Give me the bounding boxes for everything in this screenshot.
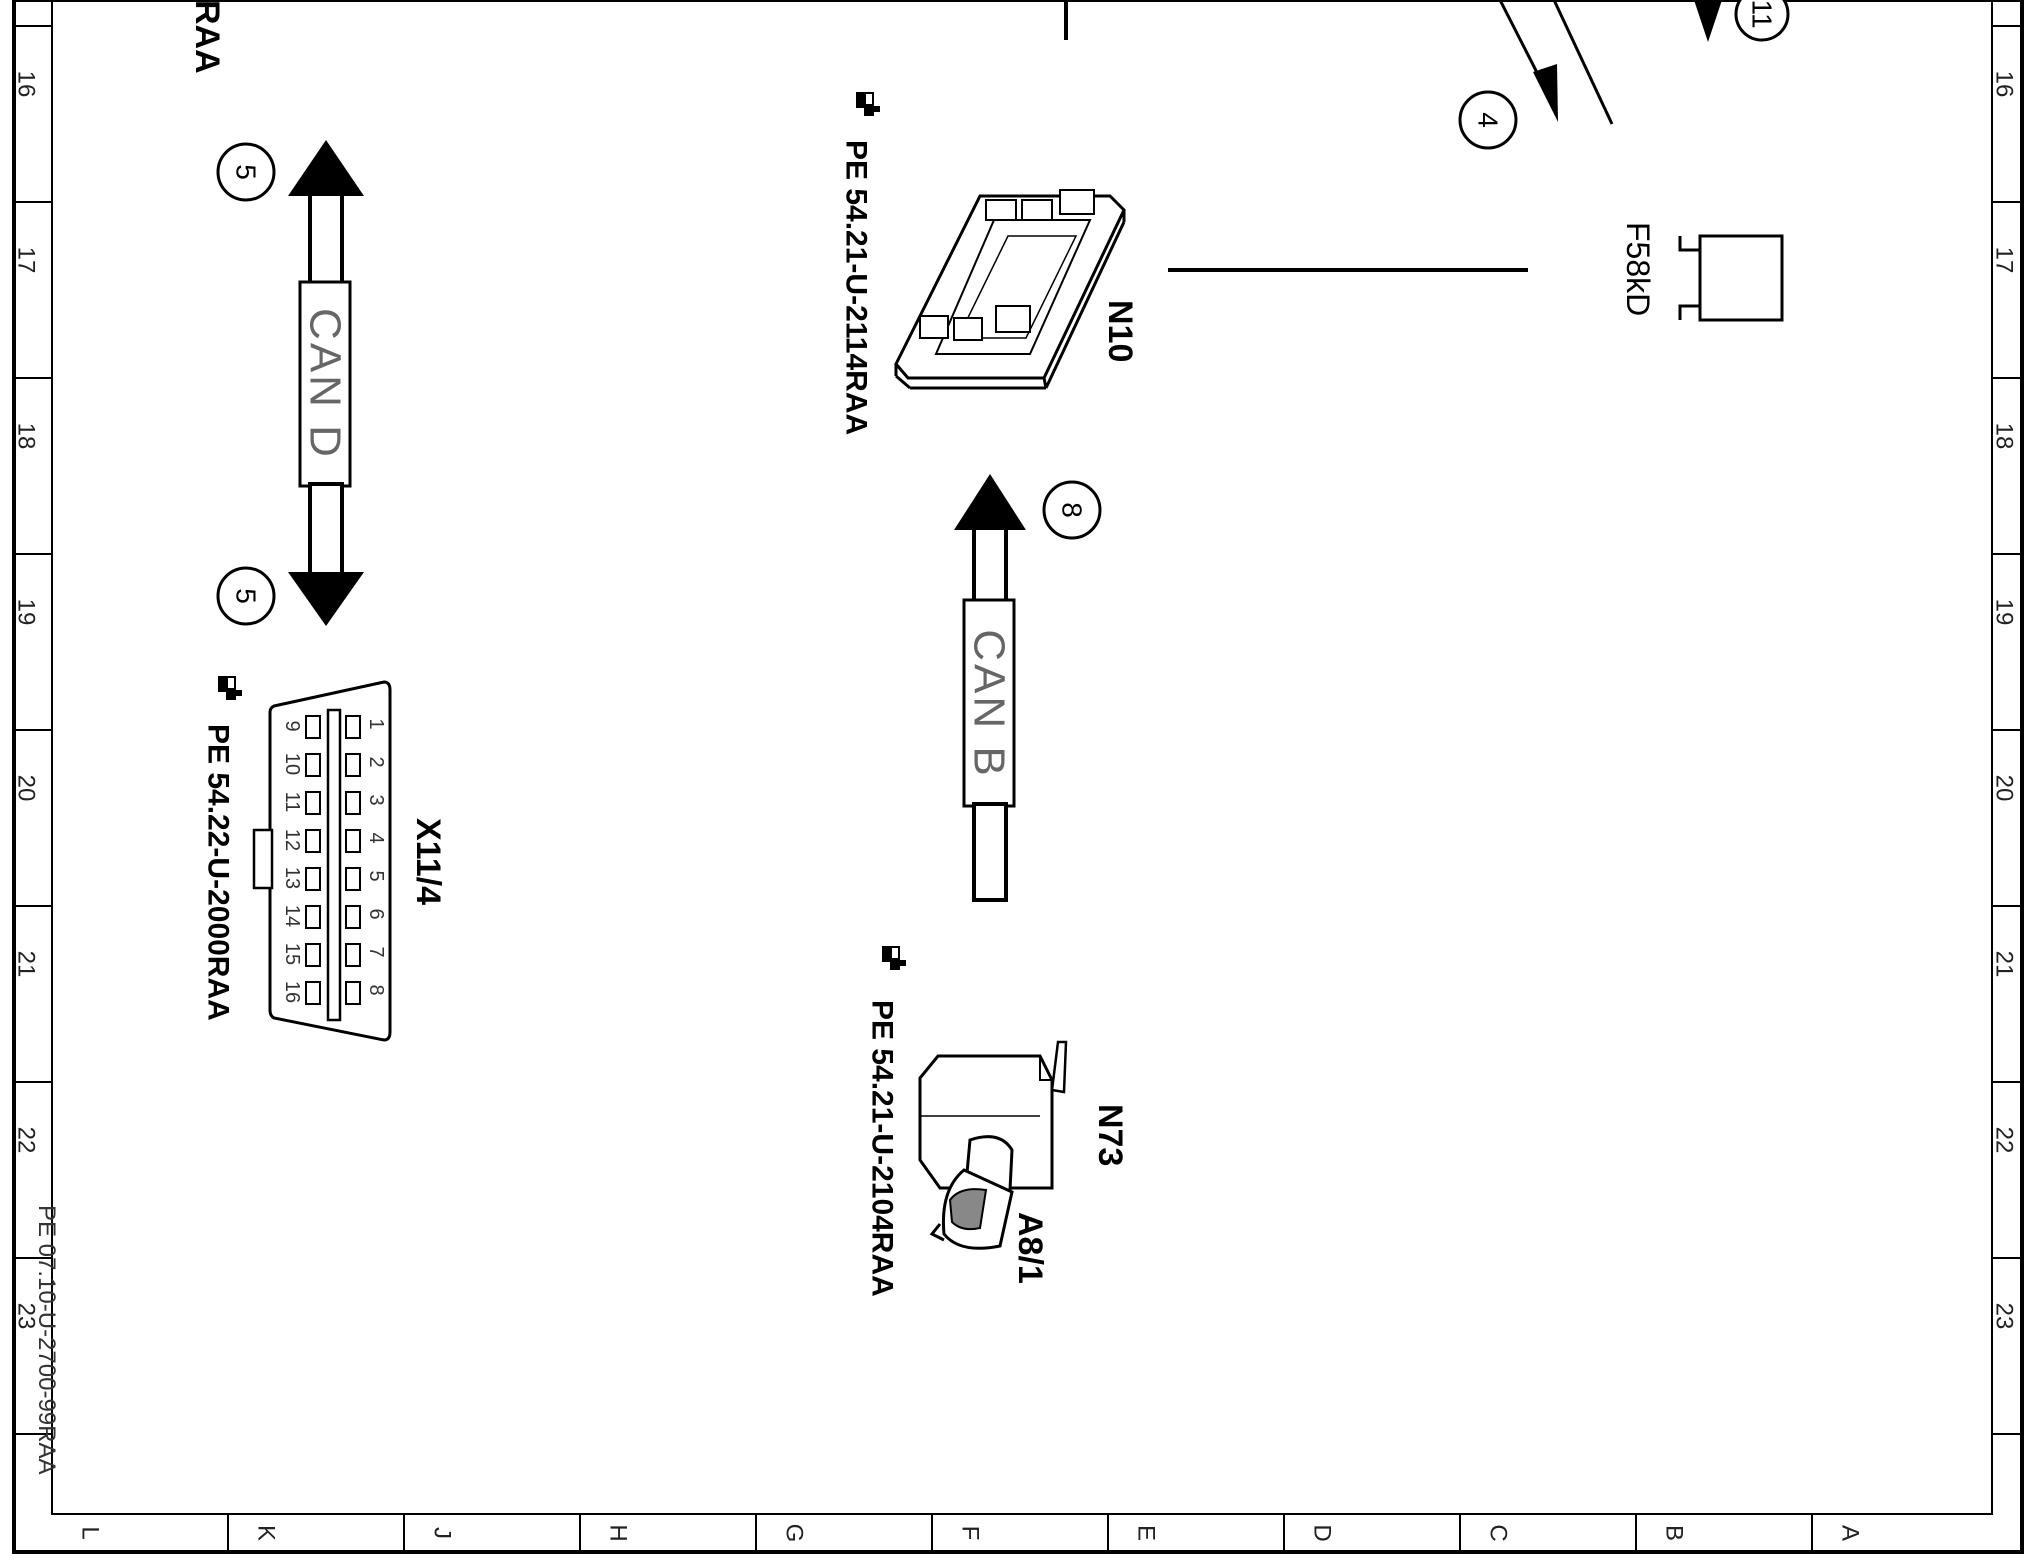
- x11-4-pin-number: 3: [365, 794, 387, 805]
- f58kd-label: F58kD: [1620, 222, 1656, 316]
- n73-ignition-switch: [918, 1040, 1068, 1250]
- column-letter: B: [1661, 1525, 1688, 1541]
- hand-pointer-icon: [218, 676, 242, 700]
- row-number-left: 18: [13, 423, 40, 450]
- row-number-left: 16: [13, 71, 40, 98]
- bubble-11-label: 11: [1747, 0, 1778, 29]
- x11-4-reference: PE 54.22-U-2000RAA: [202, 676, 242, 1021]
- x11-4-pin-number: 15: [281, 943, 303, 965]
- column-letter: L: [77, 1526, 104, 1539]
- column-letter: C: [1485, 1524, 1512, 1541]
- x11-4-pin: [305, 791, 321, 815]
- diagonal-wires: [1498, 0, 1614, 125]
- x11-4-pin: [305, 715, 321, 739]
- drawing-number: PE 07.10-U-2700-99RAA: [33, 1205, 60, 1474]
- x11-4-pin: [305, 867, 321, 891]
- row-number-right: 23: [1991, 1303, 2018, 1330]
- row-number-left: 19: [13, 599, 40, 626]
- hand-pointer-icon: [882, 946, 906, 970]
- x11-4-pin-number: 1: [365, 718, 387, 729]
- row-number-right: 19: [1991, 599, 2018, 626]
- row-number-right: 16: [1991, 71, 2018, 98]
- x11-4-pin-number: 7: [365, 946, 387, 957]
- can-b-bus: CAN B: [954, 474, 1026, 902]
- n10-reference: PE 54.21-U-2114RAA: [840, 92, 880, 435]
- x11-4-pin-number: 14: [281, 905, 303, 927]
- x11-4-pin: [305, 905, 321, 929]
- connector-bubble-4: 4: [1458, 90, 1518, 150]
- f58kd-component: [1678, 234, 1784, 322]
- can-d-bubble-bottom: 5: [216, 566, 276, 626]
- column-letter: F: [957, 1526, 984, 1541]
- x11-4-pin: [345, 791, 361, 815]
- x11-4-pin-number: 13: [281, 867, 303, 889]
- connector-bubble-11: 11: [1694, 0, 1790, 42]
- can-b-bubble-label: 8: [1057, 502, 1088, 518]
- x11-4-pin: [345, 981, 361, 1005]
- column-letter: D: [1309, 1524, 1336, 1541]
- row-number-right: 20: [1991, 775, 2018, 802]
- n10-label: N10: [1101, 300, 1139, 362]
- row-number-left: 23: [13, 1303, 40, 1330]
- row-number-left: 20: [13, 775, 40, 802]
- column-letter: H: [605, 1524, 632, 1541]
- row-number-right: 18: [1991, 423, 2018, 450]
- x11-4-pin-number: 8: [365, 984, 387, 995]
- partial-top-text: RAA: [188, 0, 226, 74]
- n73-ref-text: PE 54.21-U-2104RAA: [866, 1000, 899, 1297]
- row-number-left: 22: [13, 1127, 40, 1154]
- row-number-right: 17: [1991, 247, 2018, 274]
- x11-4-ref-text: PE 54.22-U-2000RAA: [202, 724, 235, 1021]
- bubble-4-label: 4: [1473, 112, 1504, 128]
- column-letter: E: [1133, 1525, 1160, 1541]
- x11-4-pin: [345, 753, 361, 777]
- hand-pointer-icon: [856, 92, 880, 116]
- can-d-bus: CAN D: [288, 140, 364, 626]
- row-number-left: 17: [13, 247, 40, 274]
- x11-4-pin: [345, 943, 361, 967]
- x11-4-label: X11/4: [409, 818, 447, 905]
- x11-4-pin-number: 6: [365, 908, 387, 919]
- n10-module-drawing: [894, 189, 1126, 390]
- x11-4-pin: [345, 867, 361, 891]
- x11-4-pin-number: 16: [281, 981, 303, 1003]
- can-b-bubble: 8: [1042, 480, 1102, 540]
- column-letter: K: [253, 1525, 280, 1541]
- x11-4-pin: [305, 981, 321, 1005]
- x11-4-pin: [345, 829, 361, 853]
- x11-4-pin-number: 12: [281, 829, 303, 851]
- row-number-right: 22: [1991, 1127, 2018, 1154]
- column-letter: G: [781, 1524, 808, 1543]
- n73-sublabel: A8/1: [1011, 1212, 1049, 1284]
- row-number-right: 21: [1991, 951, 2018, 978]
- x11-4-pin-number: 9: [281, 720, 303, 731]
- n10-ref-text: PE 54.21-U-2114RAA: [840, 140, 873, 435]
- n73-reference: PE 54.21-U-2104RAA: [866, 946, 906, 1297]
- x11-4-pin-number: 11: [281, 792, 303, 813]
- can-d-label: CAN D: [301, 308, 350, 460]
- n73-label: N73: [1091, 1104, 1129, 1166]
- x11-4-pin: [345, 715, 361, 739]
- x11-4-pin: [305, 753, 321, 777]
- x11-4-pin: [305, 829, 321, 853]
- x11-4-pin: [345, 905, 361, 929]
- x11-4-pin: [305, 943, 321, 967]
- can-d-bubble-bottom-label: 5: [231, 588, 262, 604]
- x11-4-pin-number: 5: [365, 870, 387, 881]
- row-number-left: 21: [13, 951, 40, 978]
- x11-4-pin-number: 10: [281, 753, 303, 775]
- can-b-label: CAN B: [965, 629, 1014, 778]
- x11-4-pin-number: 2: [365, 756, 387, 767]
- can-d-bubble-top: 5: [216, 142, 276, 202]
- column-letter: A: [1837, 1525, 1864, 1541]
- column-letter: J: [429, 1527, 456, 1539]
- can-d-bubble-top-label: 5: [231, 164, 262, 180]
- x11-4-pin-number: 4: [365, 832, 387, 843]
